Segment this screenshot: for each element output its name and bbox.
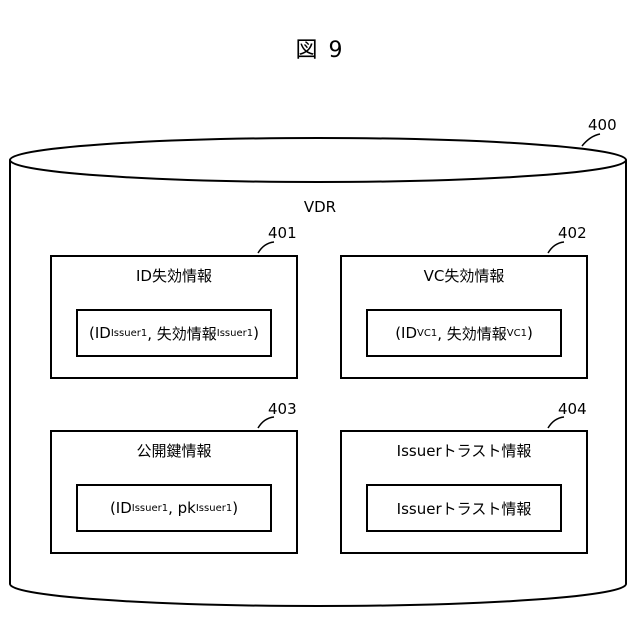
ref-401: 401 xyxy=(268,224,297,242)
ref-400: 400 xyxy=(588,116,617,134)
entry: (IDIssuer1, pkIssuer1) xyxy=(76,484,272,532)
ref-403: 403 xyxy=(268,400,297,418)
entry: Issuerトラスト情報 xyxy=(366,484,562,532)
leader-400 xyxy=(582,134,600,146)
public-key-box: 公開鍵情報 (IDIssuer1, pkIssuer1) xyxy=(50,430,298,554)
ref-404: 404 xyxy=(558,400,587,418)
box-title: 公開鍵情報 xyxy=(52,440,296,461)
cylinder-top xyxy=(10,138,626,182)
vc-revocation-box: VC失効情報 (IDVC1, 失効情報VC1) xyxy=(340,255,588,379)
entry: (IDVC1, 失効情報VC1) xyxy=(366,309,562,357)
issuer-trust-box: Issuerトラスト情報 Issuerトラスト情報 xyxy=(340,430,588,554)
box-title: Issuerトラスト情報 xyxy=(342,440,586,461)
box-title: ID失効情報 xyxy=(52,265,296,286)
box-title: VC失効情報 xyxy=(342,265,586,286)
ref-402: 402 xyxy=(558,224,587,242)
entry: (IDIssuer1, 失効情報Issuer1) xyxy=(76,309,272,357)
id-revocation-box: ID失効情報 (IDIssuer1, 失効情報Issuer1) xyxy=(50,255,298,379)
vdr-label: VDR xyxy=(0,198,640,216)
